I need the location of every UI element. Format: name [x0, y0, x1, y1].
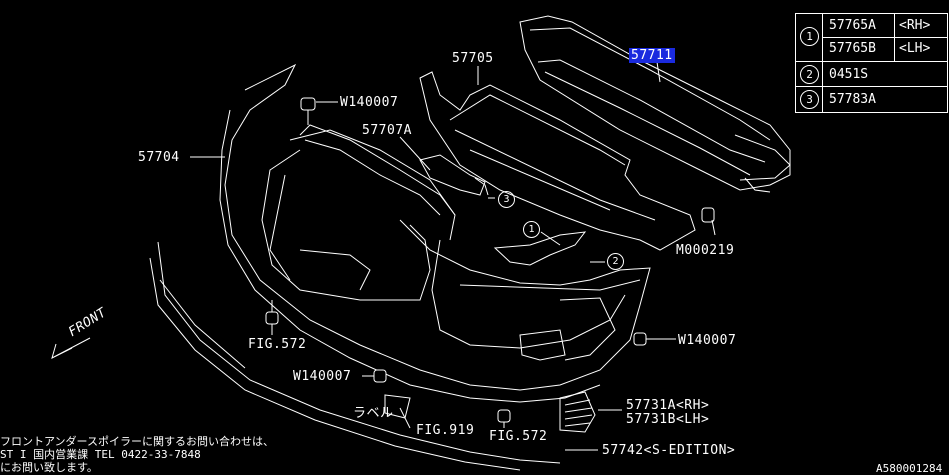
label-57704[interactable]: 57704: [138, 150, 180, 165]
label-w140007-bottom[interactable]: W140007: [293, 369, 352, 384]
label-fig572-left[interactable]: FIG.572: [248, 337, 307, 352]
legend-part-57783A[interactable]: 57783A: [829, 92, 876, 107]
legend-side-lh: <LH>: [899, 41, 931, 56]
label-57731B[interactable]: 57731B<LH>: [626, 412, 710, 427]
diagram-code: A580001284: [876, 462, 943, 475]
under-spoiler[interactable]: [149, 241, 561, 471]
label-57707A[interactable]: 57707A: [362, 123, 412, 138]
label-w140007-top[interactable]: W140007: [340, 95, 399, 110]
legend-row-2: 2 0451S: [796, 61, 947, 87]
legend-row-3: 3 57783A: [796, 86, 947, 113]
legend-part-57765B[interactable]: 57765B: [829, 41, 876, 56]
legend-num-2: 2: [800, 65, 819, 84]
legend-table: 1 57765A <RH> 57765B <LH> 2 0451S 3 5778…: [795, 13, 948, 113]
label-m000219[interactable]: M000219: [676, 243, 735, 258]
label-57711-text[interactable]: 57711: [629, 48, 675, 63]
label-57711[interactable]: 57711: [629, 48, 675, 63]
label-fig572-bottom[interactable]: FIG.572: [489, 429, 548, 444]
clip-m000219: [701, 207, 715, 223]
legend-num-1: 1: [800, 27, 819, 46]
clip-w140007-right: [633, 332, 647, 346]
footer-line-1: フロントアンダースポイラーに関するお問い合わせは、: [0, 435, 275, 448]
callout-1[interactable]: 1: [523, 221, 540, 238]
label-rabel: ラベル: [353, 406, 394, 421]
lower-grille[interactable]: [559, 391, 596, 433]
reinforcement-beam[interactable]: [519, 15, 791, 193]
legend-subdivider: [822, 37, 947, 38]
bracket-57707A[interactable]: [419, 154, 489, 196]
callout-2[interactable]: 2: [607, 253, 624, 270]
callout-3[interactable]: 3: [498, 191, 515, 208]
label-57742[interactable]: 57742<S-EDITION>: [602, 443, 736, 458]
clip-fig572-bottom: [497, 409, 511, 423]
clip-fig572-left: [265, 300, 279, 325]
legend-part-57765A[interactable]: 57765A: [829, 18, 876, 33]
legend-side-divider: [894, 13, 895, 61]
label-fig919[interactable]: FIG.919: [416, 423, 475, 438]
clip-w140007-bottom: [373, 369, 387, 383]
legend-num-3: 3: [800, 90, 819, 109]
clip-w140007-top: [300, 97, 316, 125]
label-57705[interactable]: 57705: [452, 51, 494, 66]
label-w140007-right[interactable]: W140007: [678, 333, 737, 348]
footer-line-2: ST I 国内営業課 TEL 0422-33-7848: [0, 448, 201, 461]
legend-part-0451S[interactable]: 0451S: [829, 67, 869, 82]
leader-lines: [51, 61, 716, 451]
footer-line-3: にお問い致します。: [0, 461, 98, 474]
legend-side-rh: <RH>: [899, 18, 931, 33]
side-bracket[interactable]: [493, 231, 587, 266]
legend-divider: [822, 14, 823, 112]
legend-row-1: 1 57765A <RH> 57765B <LH>: [796, 13, 947, 61]
bumper-cover[interactable]: [219, 63, 651, 403]
label-57731A[interactable]: 57731A<RH>: [626, 398, 710, 413]
upper-support[interactable]: [419, 71, 696, 251]
